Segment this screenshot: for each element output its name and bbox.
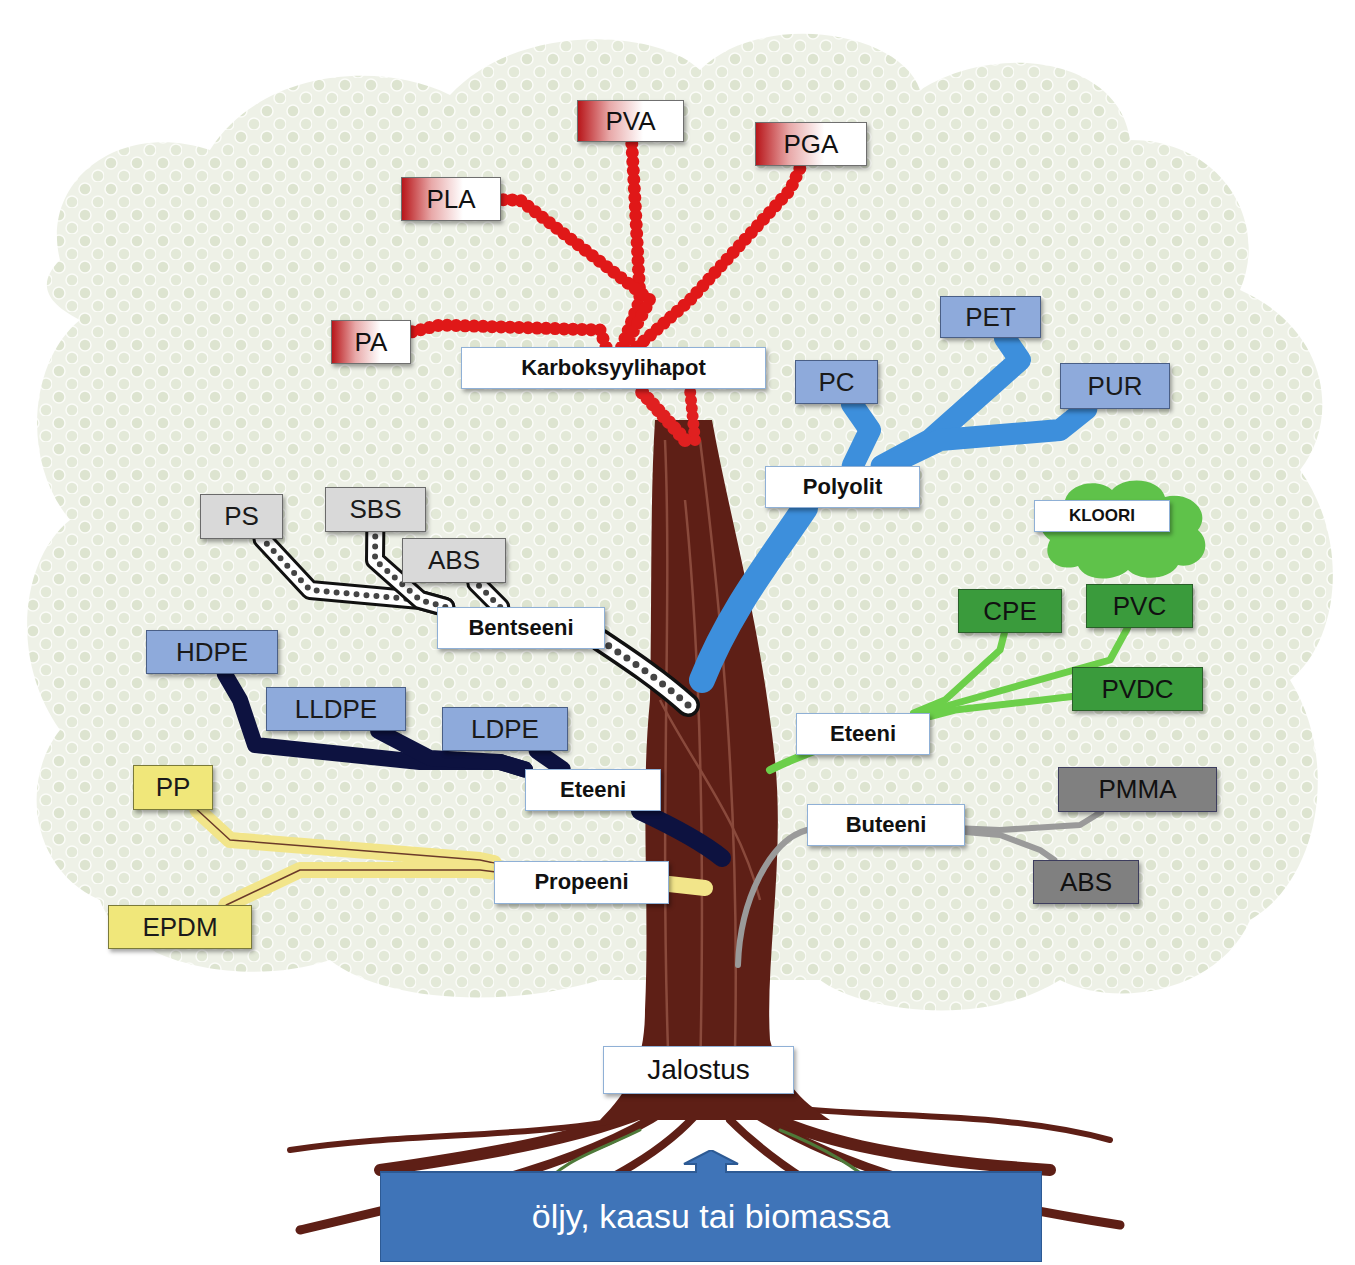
node-label: PET xyxy=(965,303,1016,332)
branch-connector xyxy=(886,409,1086,466)
branch-connector xyxy=(852,404,870,466)
node-label: Karboksyylihapot xyxy=(521,356,706,380)
branch-stroke xyxy=(197,810,494,863)
branch-stroke xyxy=(476,583,500,607)
branch-connector xyxy=(930,697,1072,717)
polymer-box: CPE xyxy=(958,589,1062,633)
polymer-box: PGA xyxy=(755,122,867,166)
polymer-box: PVDC xyxy=(1072,667,1203,711)
node-label: Eteeni xyxy=(830,722,896,746)
bark-lines xyxy=(660,440,760,1080)
node-label: Polyolit xyxy=(803,475,882,499)
monomer-box: Propeeni xyxy=(494,861,669,904)
branch-stroke xyxy=(965,812,1101,830)
branch-stroke xyxy=(637,166,801,347)
node-label: PC xyxy=(818,368,854,397)
node-label: PVDC xyxy=(1101,675,1173,704)
polymer-box: PA xyxy=(331,320,411,364)
branch-stroke xyxy=(411,325,606,347)
branch-stroke xyxy=(965,832,1054,860)
node-label: EPDM xyxy=(142,913,217,942)
monomer-box: Bentseeni xyxy=(437,607,605,649)
node-label: PGA xyxy=(784,130,839,159)
node-label: Eteeni xyxy=(560,778,626,802)
node-label: LLDPE xyxy=(295,695,377,724)
branch-connector xyxy=(637,166,801,347)
polymer-box: LLDPE xyxy=(266,687,406,731)
monomer-box: Karboksyylihapot xyxy=(461,347,766,389)
branch-stroke xyxy=(411,325,606,347)
branch-stroke xyxy=(476,583,500,607)
branch-stroke xyxy=(226,870,494,905)
branch-connector xyxy=(537,751,563,769)
node-label: KLOORI xyxy=(1069,507,1135,526)
polymer-box: PMMA xyxy=(1058,767,1217,812)
polymer-box: Jalostus xyxy=(603,1046,794,1094)
node-label: LDPE xyxy=(471,715,539,744)
polymer-box: PLA xyxy=(401,177,501,221)
polymer-box: PC xyxy=(795,360,878,404)
monomer-box: Polyolit xyxy=(765,466,920,508)
polymer-box: PP xyxy=(133,765,213,810)
branch-connector xyxy=(197,810,494,863)
polymer-box: PET xyxy=(940,296,1041,338)
branch-connector xyxy=(965,812,1101,830)
branch-stroke xyxy=(537,751,563,769)
polymer-box: SBS xyxy=(325,487,426,532)
polymer-box: EPDM xyxy=(108,905,252,949)
node-label: CPE xyxy=(983,597,1036,626)
source-arrow: öljy, kaasu tai biomassa xyxy=(380,1150,1042,1262)
polymer-box: PUR xyxy=(1060,363,1170,409)
node-label: PA xyxy=(355,328,388,357)
node-label: HDPE xyxy=(176,638,248,667)
node-label: ABS xyxy=(428,546,480,575)
node-label: Propeeni xyxy=(534,870,628,894)
branch-connector xyxy=(476,583,500,607)
branch-stroke xyxy=(476,583,500,607)
polymer-box: ABS xyxy=(1033,860,1139,904)
node-label: PVC xyxy=(1113,592,1166,621)
branch-stroke xyxy=(886,409,1086,466)
branch-stroke xyxy=(852,404,870,466)
arrow-fill xyxy=(380,1150,1042,1262)
node-label: PP xyxy=(156,773,191,802)
branch-connector xyxy=(965,832,1054,860)
monomer-box: Eteeni xyxy=(525,769,661,811)
monomer-box: Buteeni xyxy=(807,804,965,846)
polymer-box: HDPE xyxy=(146,630,278,674)
node-label: Jalostus xyxy=(647,1055,750,1086)
node-label: PUR xyxy=(1088,372,1143,401)
node-label: ABS xyxy=(1060,868,1112,897)
polymer-box: ABS xyxy=(402,538,506,583)
branch-connector xyxy=(411,325,606,347)
branch-connector xyxy=(226,870,494,905)
node-label: Bentseeni xyxy=(468,616,573,640)
node-label: PVA xyxy=(605,107,655,136)
polymer-box: PS xyxy=(200,494,283,539)
monomer-box: Eteeni xyxy=(796,713,930,755)
monomer-box: KLOORI xyxy=(1034,500,1170,532)
branch-stroke xyxy=(930,697,1072,717)
node-label: SBS xyxy=(349,495,401,524)
branch-stroke xyxy=(637,166,801,347)
branch-stroke xyxy=(197,810,494,863)
node-label: öljy, kaasu tai biomassa xyxy=(532,1198,890,1235)
polymer-box: PVA xyxy=(577,100,684,142)
node-label: PMMA xyxy=(1099,775,1177,804)
node-label: PLA xyxy=(426,185,475,214)
polymer-box: PVC xyxy=(1086,584,1193,628)
polymer-box: LDPE xyxy=(442,707,568,751)
node-label: PS xyxy=(224,502,259,531)
node-label: Buteeni xyxy=(846,813,927,837)
branch-stroke xyxy=(226,870,494,905)
